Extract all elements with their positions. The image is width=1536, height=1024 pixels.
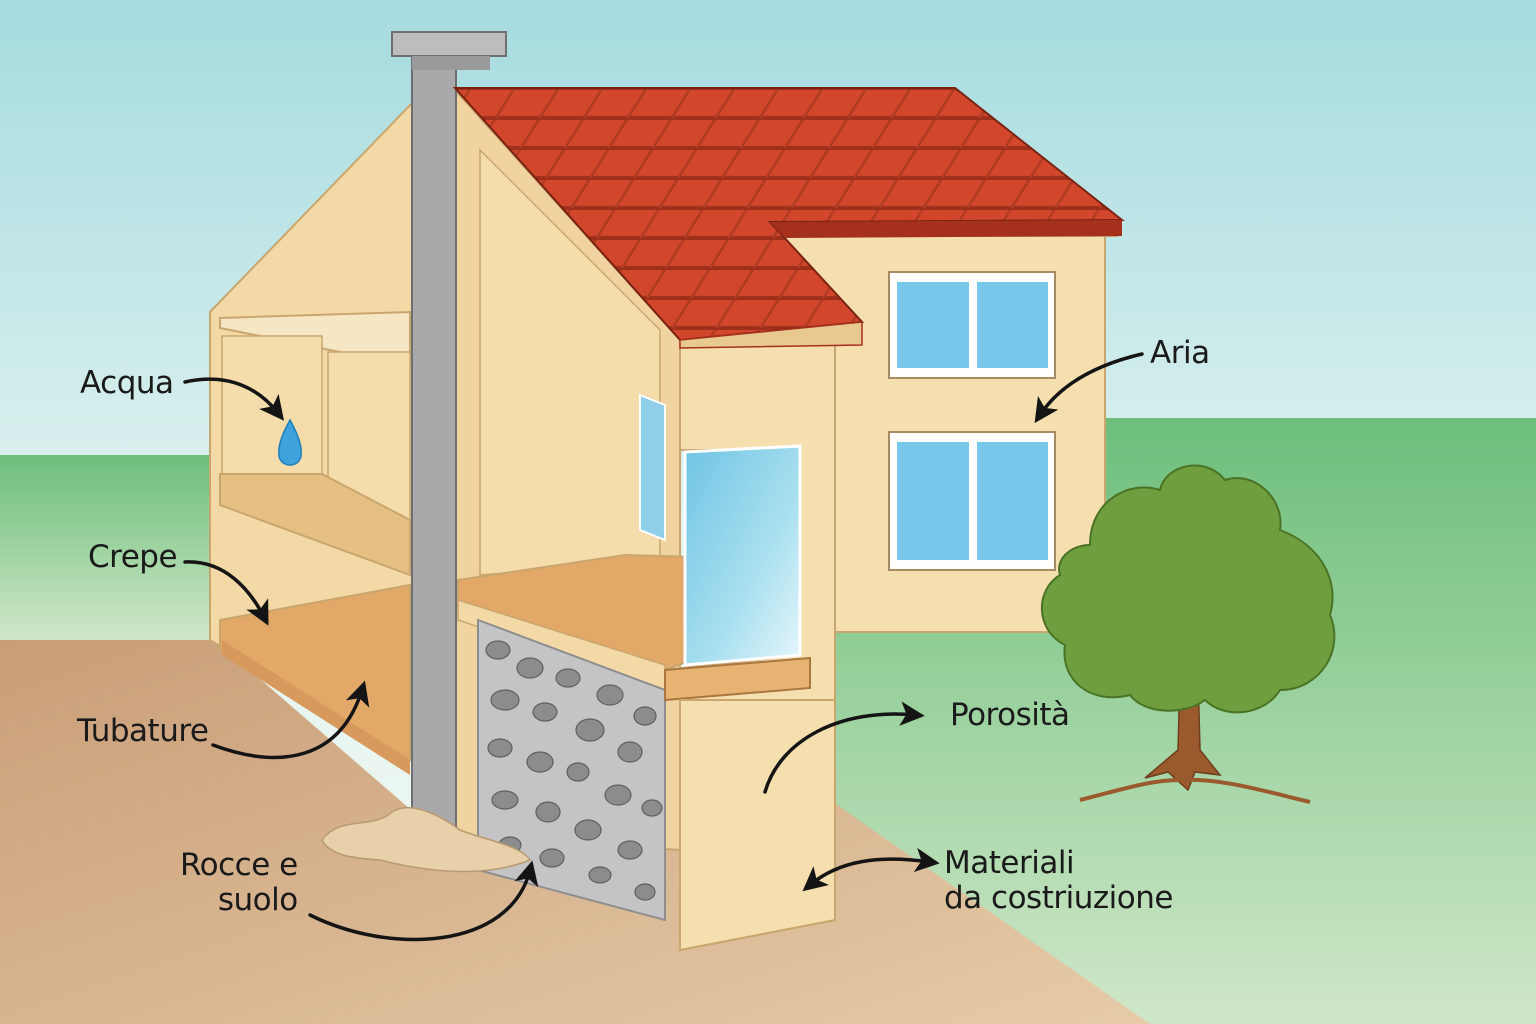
water-drop-icon xyxy=(278,418,302,466)
cutaway-house xyxy=(209,87,836,952)
arrow-materiali xyxy=(802,847,940,892)
arrow-aria xyxy=(1034,352,1144,424)
label-crepe: Crepe xyxy=(88,539,178,575)
arrows xyxy=(183,352,1144,942)
arrow-rocce xyxy=(308,860,539,942)
label-tubature: Tubature xyxy=(77,713,209,749)
label-aria: Aria xyxy=(1150,335,1210,371)
label-acqua: Acqua xyxy=(80,365,174,401)
label-rocce-line1: Rocce e xyxy=(180,847,298,883)
label-materiali-line2: da costriuzione xyxy=(944,879,1173,916)
arrow-acqua xyxy=(183,377,285,421)
tree-foliage xyxy=(1040,464,1336,714)
chimney xyxy=(391,31,507,829)
window-upper xyxy=(888,271,1056,379)
arrow-tubature xyxy=(211,680,370,760)
label-rocce-e-suolo: Rocce e suolo xyxy=(180,848,298,917)
tree xyxy=(1040,464,1336,804)
window-lower xyxy=(888,431,1056,571)
soil-mound xyxy=(321,806,532,873)
arrow-porosita xyxy=(763,701,925,794)
glass-window xyxy=(683,444,802,667)
grass-left xyxy=(0,455,210,640)
label-materiali-da-costruzione: Materiali da costriuzione xyxy=(944,846,1173,915)
arrow-crepe xyxy=(183,560,269,626)
label-porosita: Porosità xyxy=(950,697,1070,733)
roof xyxy=(452,87,1125,349)
label-materiali-line1: Materiali xyxy=(944,845,1075,881)
label-rocce-line2: suolo xyxy=(217,881,298,918)
